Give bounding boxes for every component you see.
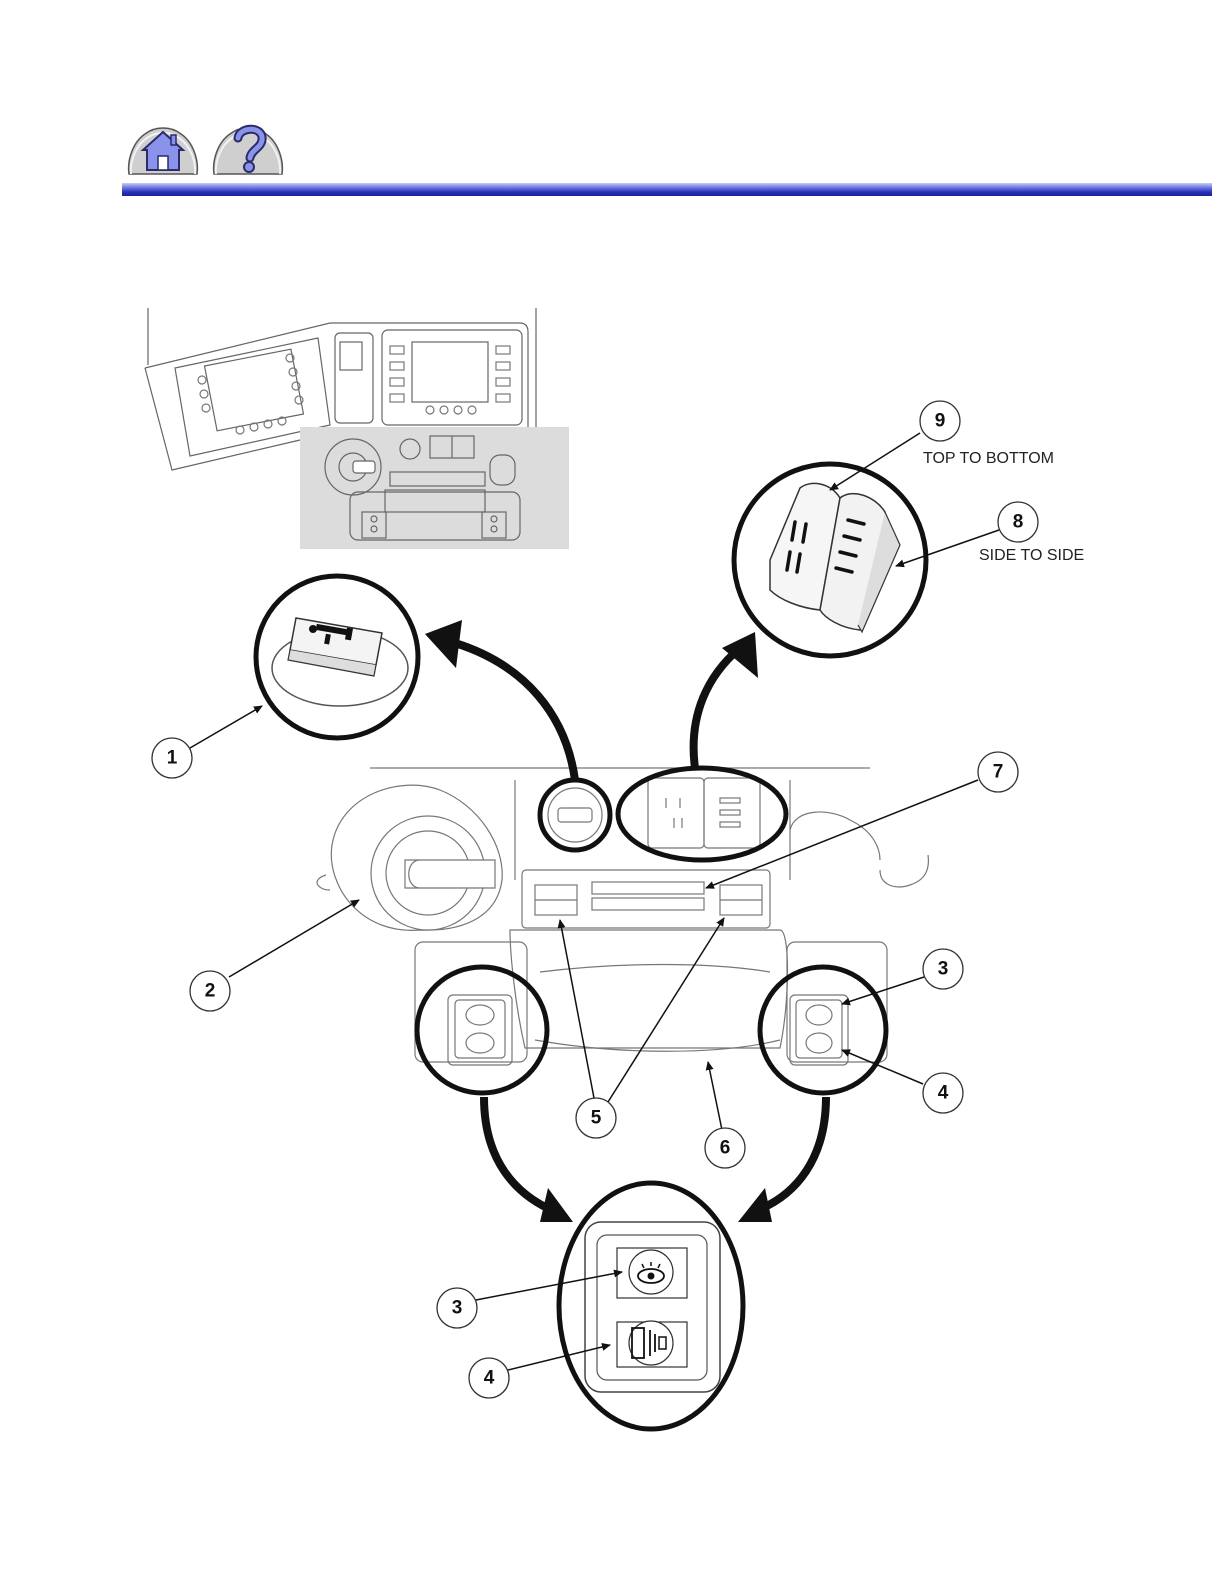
callout-4-detail: 4 (484, 1368, 495, 1389)
detail-arrows (425, 620, 826, 1222)
callout-3-console: 3 (938, 959, 949, 980)
main-console (317, 768, 928, 1065)
locator-view (145, 308, 569, 549)
callout-7: 7 (993, 762, 1004, 783)
callout-6: 6 (720, 1138, 731, 1159)
callout-3-detail: 3 (452, 1298, 463, 1319)
detail-pod-switches (559, 1183, 743, 1429)
note-top-to-bottom: TOP TO BOTTOM (923, 450, 1054, 467)
callout-1: 1 (167, 748, 178, 769)
callout-8: 8 (1013, 512, 1024, 533)
callout-5: 5 (591, 1108, 602, 1129)
callout-4-console: 4 (938, 1083, 949, 1104)
detail-rocker-switches (734, 464, 926, 656)
detail-master-switch (256, 576, 418, 738)
note-side-to-side: SIDE TO SIDE (979, 547, 1084, 564)
callout-9: 9 (935, 411, 946, 432)
callout-2: 2 (205, 981, 216, 1002)
